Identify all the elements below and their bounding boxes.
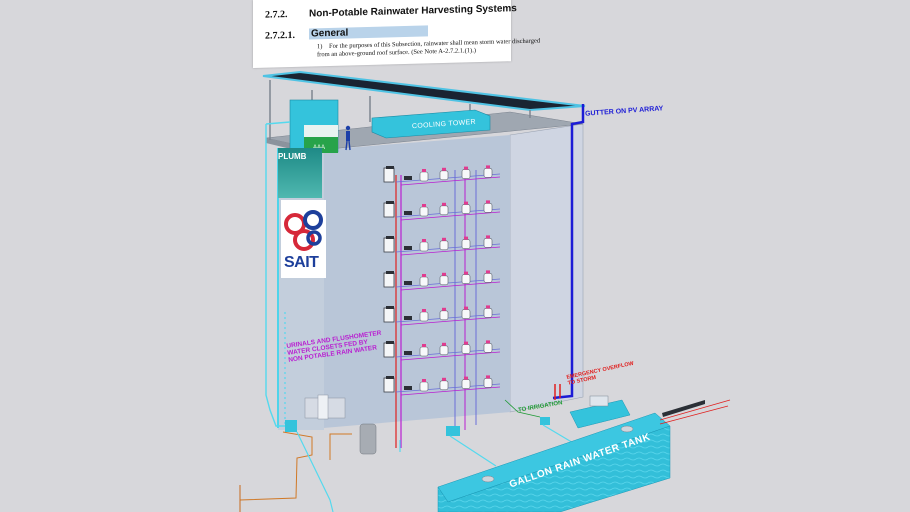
- sait-logo-text: SAIT: [284, 254, 319, 271]
- lavatory-icon: [483, 168, 493, 178]
- urinal-icon: [419, 311, 429, 322]
- lavatory-icon: [439, 275, 449, 286]
- urinal-icon: [461, 379, 471, 389]
- clause-number: 1): [317, 43, 323, 51]
- pump-icon: [285, 394, 346, 432]
- plumb-label: PLUMB: [278, 152, 307, 161]
- section-title: Non-Potable Rainwater Harvesting Systems: [309, 3, 517, 20]
- urinal-icon: [461, 274, 471, 284]
- lavatory-icon: [483, 308, 493, 318]
- basement-piping-cyan: [296, 424, 581, 512]
- floor-fixtures: [383, 165, 501, 396]
- lavatory-icon: [439, 205, 449, 216]
- water-closet-icon: [383, 202, 395, 218]
- lavatory-icon: [439, 170, 449, 181]
- urinal-icon: [419, 276, 429, 287]
- subsection-number: 2.7.2.1.: [265, 29, 295, 42]
- pv-array: [262, 70, 586, 112]
- lavatory-icon: [439, 240, 449, 251]
- section-number: 2.7.2.: [265, 9, 288, 21]
- person-icon: [345, 125, 351, 151]
- cooling-tower: [371, 109, 491, 139]
- water-closet-icon: [383, 307, 395, 323]
- urinal-icon: [419, 241, 429, 252]
- gutter-downpipe: [552, 104, 585, 400]
- rainwater-supply-line: [265, 121, 291, 427]
- lavatory-icon: [483, 343, 493, 353]
- water-closet-icon: [383, 167, 395, 183]
- lavatory-icon: [483, 273, 493, 283]
- urinal-icon: [461, 169, 471, 179]
- lavatory-icon: [439, 345, 449, 356]
- tank-manhole: [620, 425, 634, 433]
- building-wall: [280, 135, 510, 430]
- basement-piping-orange: [239, 431, 352, 501]
- building-code-excerpt: 2.7.2. Non-Potable Rainwater Harvesting …: [253, 0, 540, 68]
- water-meter-icon: [446, 417, 550, 436]
- water-closet-icon: [383, 342, 395, 358]
- urinal-icon: [419, 171, 429, 182]
- water-closet-icon: [383, 237, 395, 253]
- lavatory-icon: [439, 310, 449, 321]
- plumb-poster: [278, 148, 322, 198]
- water-closet-icon: [383, 377, 395, 393]
- lavatory-icon: [439, 380, 449, 391]
- tank-manhole: [481, 475, 495, 483]
- rain-water-tank: [437, 425, 671, 512]
- lavatory-icon: [483, 238, 493, 248]
- subsection-title: General: [309, 25, 429, 40]
- urinal-icon: [461, 344, 471, 354]
- urinal-icon: [419, 346, 429, 357]
- water-closet-icon: [383, 272, 395, 288]
- urinal-icon: [419, 206, 429, 217]
- water-heater: [359, 423, 377, 455]
- lavatory-icon: [483, 378, 493, 388]
- urinal-icon: [419, 381, 429, 392]
- overflow-arrow: [659, 399, 731, 425]
- urinal-icon: [461, 309, 471, 319]
- urinal-icon: [461, 239, 471, 249]
- urinal-icon: [461, 204, 471, 214]
- lavatory-icon: [483, 203, 493, 213]
- sait-logo-icon: [281, 200, 326, 278]
